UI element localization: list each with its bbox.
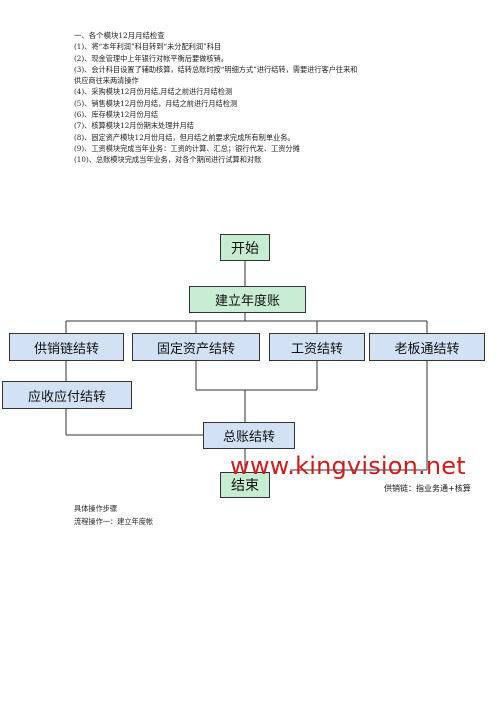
footer-line-steps: 具体操作步骤 — [74, 504, 118, 513]
flowchart-caption: 供销链：指业务通+核算 — [384, 484, 471, 493]
footer-line-procedure: 流程操作一：建立年度帐 — [74, 517, 154, 526]
checklist-item: (2)、现金管理中上年银行对帐平衡后要做核销。 — [74, 53, 228, 63]
checklist-item: 供应商往来两清操作 — [74, 76, 139, 86]
footer-text: 具体操作步骤 流程操作一：建立年度帐 — [74, 502, 153, 528]
flow-supply-chain-node: 供销链结转 — [9, 333, 124, 361]
checklist-item: (7)、核算模块12月份期末处理并月结 — [74, 121, 194, 131]
checklist-heading: 一、各个模块12月月结检查 — [74, 31, 165, 40]
checklist-item: (3)、会计科目设置了辅助核算，结转总账时按“明细方式”进行结转，需要进行客户往… — [74, 64, 358, 74]
website-watermark: www.kingvision.net — [230, 452, 466, 480]
flow-fixed-assets-node: 固定资产结转 — [132, 333, 260, 361]
flow-end-node: 结束 — [220, 472, 270, 498]
flow-boss-node: 老板通结转 — [369, 333, 485, 361]
flow-salary-node: 工资结转 — [269, 333, 365, 361]
checklist-item: (4)、采购模块12月份月结,月结之前进行月结检测 — [74, 87, 233, 97]
checklist-item: (6)、库存模块12月份月结 — [74, 110, 159, 120]
flow-annual-account-node: 建立年度账 — [189, 286, 306, 313]
checklist-item: (8)、固定资产模块12月份月结，但月结之前要求完成所有制单业务。 — [74, 132, 295, 142]
flow-ledger-node: 总账结转 — [203, 422, 295, 449]
checklist-item: (5)、销售模块12月份月结，月结之前进行月结检测 — [74, 98, 238, 108]
checklist-item: (1)、将“本年利润”科目转到“未分配利润”科目 — [74, 42, 222, 52]
flow-payables-node: 应收应付结转 — [2, 381, 132, 409]
flow-start-node: 开始 — [220, 234, 270, 261]
checklist: 一、各个模块12月月结检查 (1)、将“本年利润”科目转到“未分配利润”科目 (… — [74, 30, 454, 166]
checklist-item: (9)、工资模块完成当年业务：工资的计算、汇总；银行代发、工资分摊 — [74, 143, 300, 153]
checklist-item: (10)、总账模块完成当年业务，对各个期间进行试算和对账 — [74, 155, 262, 165]
